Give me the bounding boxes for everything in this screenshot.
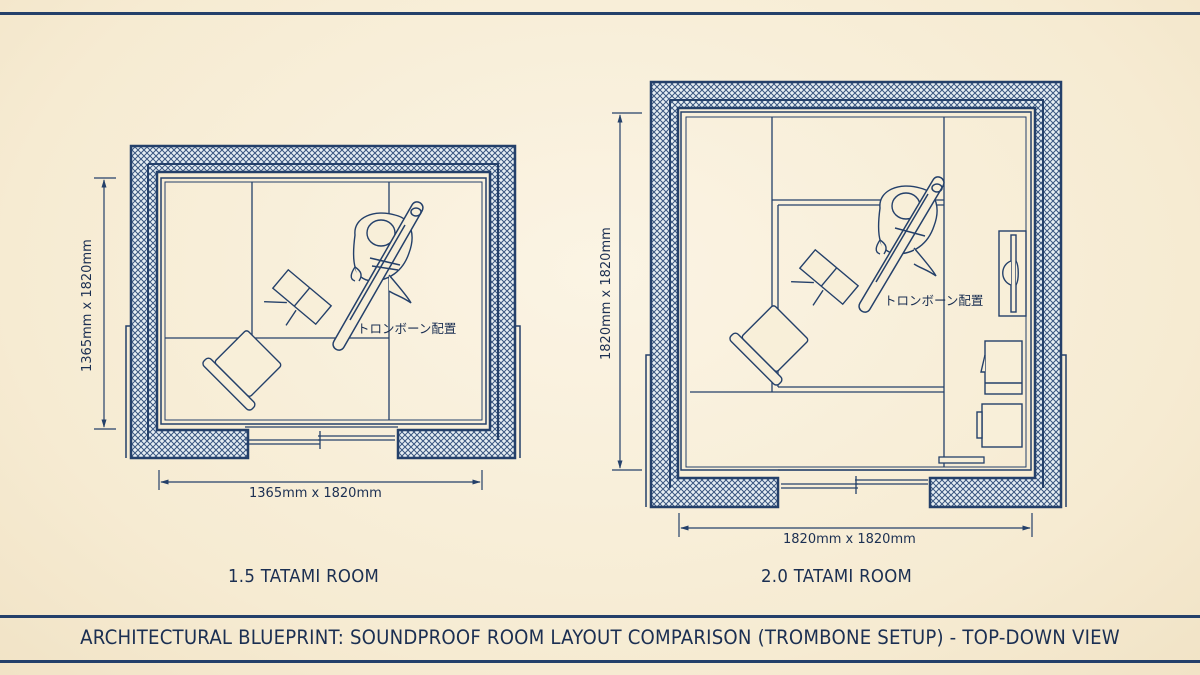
room-2-trombone-annotation: トロンボーン配置	[884, 293, 984, 308]
room-2-label: 2.0 TATAMI ROOM	[761, 566, 913, 587]
room-2-sliding-door	[778, 469, 930, 494]
room-2-trombone	[858, 176, 945, 313]
room-1-plan	[125, 144, 521, 460]
room-1-trombone	[332, 201, 424, 351]
caption-bottom-rule	[0, 660, 1200, 663]
diagram-caption: ARCHITECTURAL BLUEPRINT: SOUNDPROOF ROOM…	[80, 626, 1120, 649]
room-2-floor-mat	[938, 456, 985, 464]
room-2-music-stand	[791, 248, 860, 306]
room-2-chair	[729, 305, 809, 386]
room-2-plan	[645, 80, 1067, 509]
room-2-amplifier	[980, 340, 1023, 395]
caption-top-rule	[0, 615, 1200, 618]
top-border-rule	[0, 12, 1200, 15]
room-1-walls	[125, 144, 521, 460]
room-1-height-dimension: 1365mm x 1820mm	[80, 239, 95, 372]
room-2-wall-mirror	[998, 230, 1027, 317]
room-1-dimensions	[94, 177, 483, 490]
room-1-sliding-door	[245, 426, 398, 449]
room-2-storage-box	[976, 403, 1023, 448]
room-2-height-dimension: 1820mm x 1820mm	[599, 227, 614, 360]
room-2-width-dimension: 1820mm x 1820mm	[783, 532, 916, 547]
room-1-width-dimension: 1365mm x 1820mm	[249, 486, 382, 501]
room-2-walls	[645, 80, 1067, 509]
room-2-dimensions	[612, 112, 1033, 537]
room-1-music-stand	[264, 268, 333, 326]
room-1-trombone-annotation: トロンボーン配置	[357, 321, 457, 336]
room-1-label: 1.5 TATAMI ROOM	[228, 566, 380, 587]
room-1-chair	[202, 330, 282, 411]
room-1-tatami-lines	[165, 182, 390, 420]
